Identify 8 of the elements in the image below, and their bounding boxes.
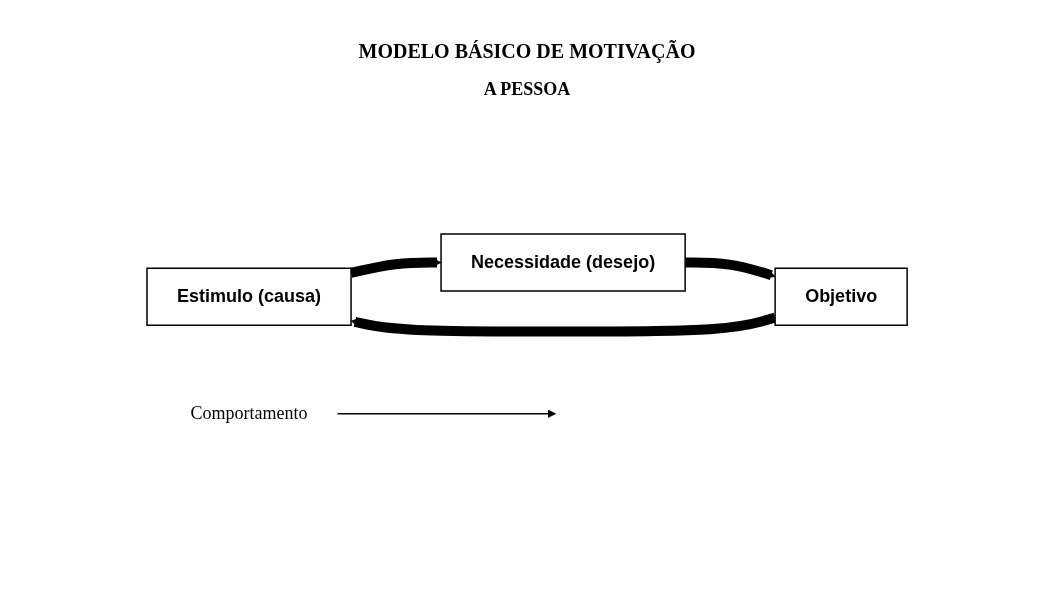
subtitle-text: A PESSOA xyxy=(483,79,571,100)
diagram-title: MODELO BÁSICO DE MOTIVAÇÃO xyxy=(358,40,696,63)
arrow xyxy=(685,257,776,280)
node-label: Comportamento xyxy=(190,403,308,424)
leader-arrow xyxy=(336,409,556,419)
process-box: Necessidade (desejo) xyxy=(440,233,686,292)
process-box: Estimulo (causa) xyxy=(146,267,352,326)
process-box: Objetivo xyxy=(774,267,908,326)
